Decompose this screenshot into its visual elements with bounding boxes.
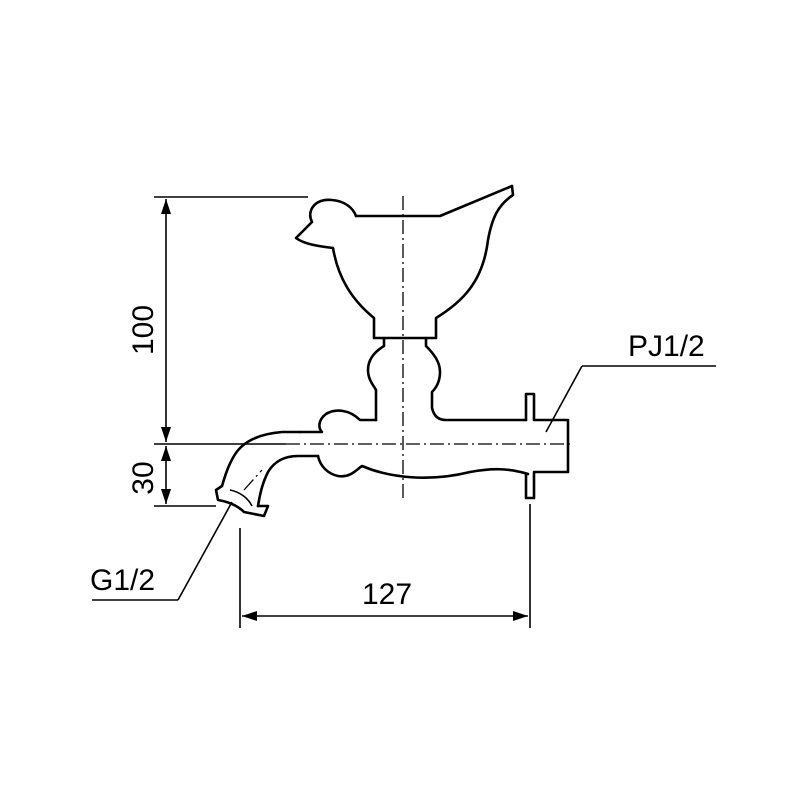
leader-g12: G1/2: [90, 501, 233, 601]
dimension-30-label: 30: [127, 461, 160, 494]
spout-center-line: [243, 469, 263, 491]
label-g12: G1/2: [90, 564, 155, 597]
spout-lower: [256, 454, 320, 508]
bird-handle: [294, 184, 515, 340]
spout-body-lower: [316, 454, 530, 479]
dimension-30: 30: [127, 446, 216, 507]
dimension-100: 100: [127, 196, 308, 445]
dimension-127-label: 127: [362, 578, 412, 611]
label-pj12: PJ1/2: [628, 330, 705, 363]
dimension-100-label: 100: [127, 305, 160, 355]
spout-outlet-inner: [229, 489, 253, 507]
spout-outlet-tip: [214, 484, 270, 518]
spout-upper: [220, 430, 302, 488]
body-left-knob: [298, 409, 378, 434]
dimension-127: 127: [239, 504, 531, 628]
leader-pj12: PJ1/2: [545, 330, 716, 433]
valve-stem-left: [366, 336, 386, 422]
inlet-flange: [524, 392, 570, 500]
bird-body-outline: [294, 184, 515, 340]
valve-stem-right: [424, 336, 528, 422]
